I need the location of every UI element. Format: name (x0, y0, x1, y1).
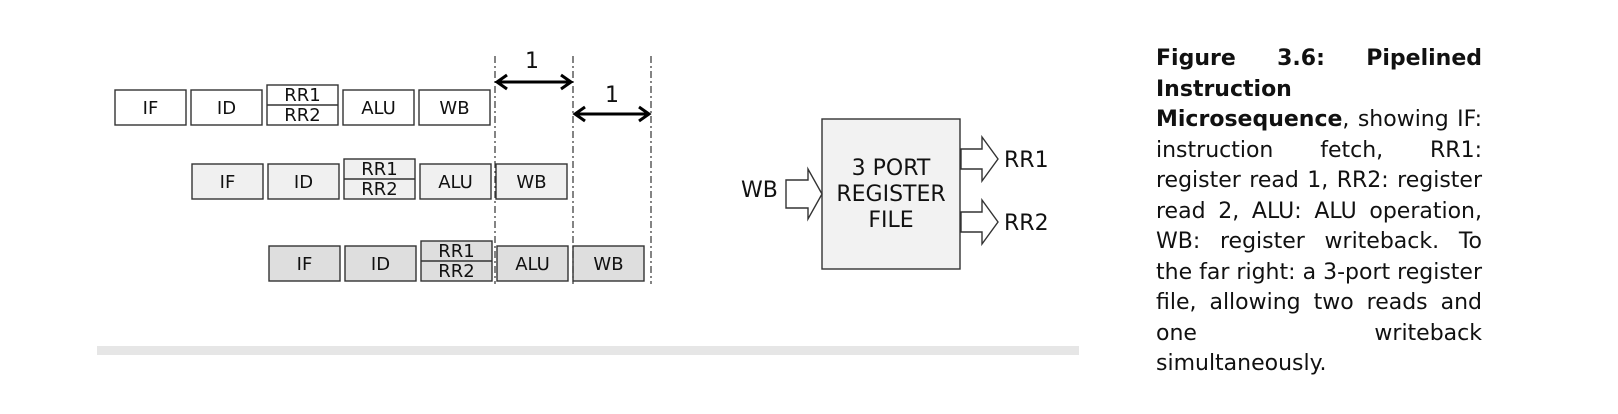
register-file-label: 3 PORT (852, 156, 931, 181)
input-arrow (785, 166, 823, 222)
arrowhead (638, 105, 652, 123)
stage-label: IF (297, 254, 313, 275)
stage-box (267, 163, 340, 200)
stage-label: ALU (438, 172, 473, 193)
stage-box (190, 89, 263, 126)
stage-label: RR1 (438, 241, 474, 262)
stage-label: RR2 (361, 179, 397, 200)
stage-label: RR1 (284, 85, 320, 106)
output-port-label: RR1 (1004, 148, 1049, 173)
register-file-label: REGISTER (836, 182, 945, 207)
stage-label: ID (217, 98, 236, 119)
caption-title: Figure 3.6: Pipelined Instruction Micros… (1156, 46, 1482, 132)
arrowhead (494, 73, 508, 91)
stage-label: RR2 (438, 261, 474, 282)
stage-box (114, 89, 187, 126)
stage-box (344, 245, 417, 282)
stage-label: ALU (361, 98, 396, 119)
stage-label: WB (516, 172, 546, 193)
stage-box (268, 245, 341, 282)
register-file-box (821, 118, 961, 270)
output-arrow (960, 197, 999, 247)
divider-rule (97, 346, 1079, 355)
output-arrow (960, 134, 999, 184)
register-file-label: FILE (868, 208, 913, 233)
output-port-label: RR2 (1004, 211, 1049, 236)
stage-box (496, 245, 569, 282)
figure-caption: Figure 3.6: Pipelined Instruction Micros… (1156, 44, 1482, 380)
stage-label: WB (593, 254, 623, 275)
stage-box (418, 89, 491, 126)
stage-box (191, 163, 264, 200)
stage-box (419, 163, 492, 200)
input-port-label: WB (741, 178, 778, 203)
stage-label: ID (371, 254, 390, 275)
stage-label: ID (294, 172, 313, 193)
stage-label: RR2 (284, 105, 320, 126)
stage-box (495, 163, 568, 200)
interval-label: 1 (605, 83, 619, 108)
stage-label: IF (220, 172, 236, 193)
interval-label: 1 (525, 49, 539, 74)
arrowhead (572, 105, 586, 123)
stage-box (572, 245, 645, 282)
caption-body: , showing IF: instruction fetch, RR1: re… (1156, 107, 1482, 376)
arrowhead (560, 73, 574, 91)
stage-label: RR1 (361, 159, 397, 180)
stage-label: ALU (515, 254, 550, 275)
stage-box (342, 89, 415, 126)
stage-label: WB (439, 98, 469, 119)
stage-label: IF (143, 98, 159, 119)
